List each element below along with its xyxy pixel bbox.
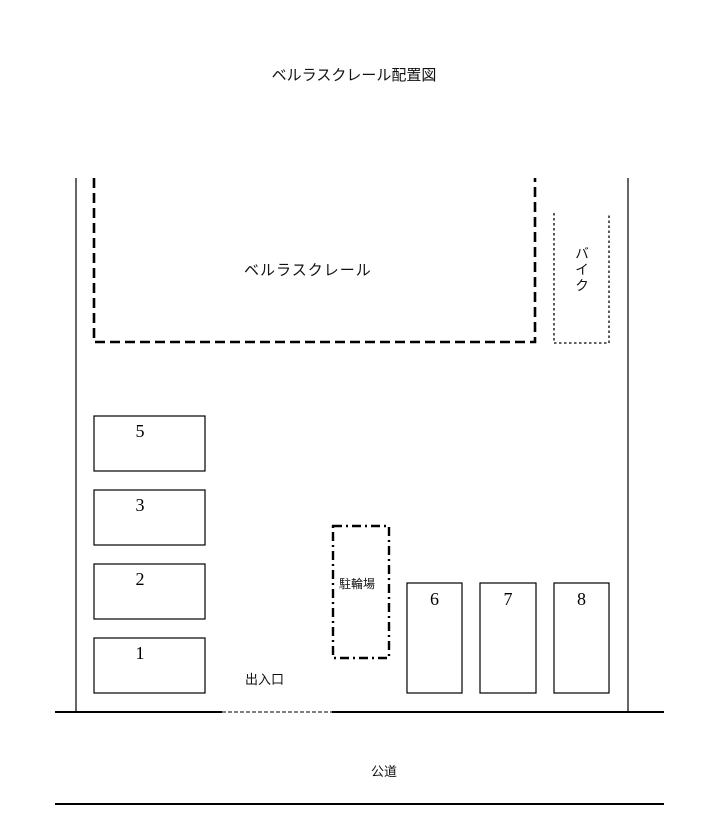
parking-space-label: 3 <box>135 495 145 515</box>
bicycle-parking-label: 駐輪場 <box>339 577 376 591</box>
parking-space-label: 8 <box>577 589 586 609</box>
parking-space-label: 5 <box>135 421 145 441</box>
parking-space-5 <box>93 415 206 472</box>
parking-space-label: 2 <box>135 569 145 589</box>
bike-label: バイク <box>573 246 589 294</box>
bicycle-parking-outline <box>331 524 391 660</box>
road-label: 公道 <box>371 765 398 780</box>
building-outline <box>92 178 537 344</box>
bike-area-outline <box>553 213 610 344</box>
parking-space-label: 1 <box>135 643 145 663</box>
parking-space-7 <box>479 582 537 694</box>
parking-space-6 <box>406 582 463 694</box>
entrance-label: 出入口 <box>245 673 285 688</box>
diagram-title: ベルラスクレール配置図 <box>271 66 437 84</box>
building-label: ベルラスクレール <box>244 261 372 279</box>
parking-space-label: 7 <box>503 589 513 609</box>
parking-space-3 <box>93 489 206 546</box>
parking-space-label: 6 <box>430 589 439 609</box>
parking-space-8 <box>553 582 610 694</box>
parking-space-1 <box>93 637 206 694</box>
parking-space-2 <box>93 563 206 620</box>
